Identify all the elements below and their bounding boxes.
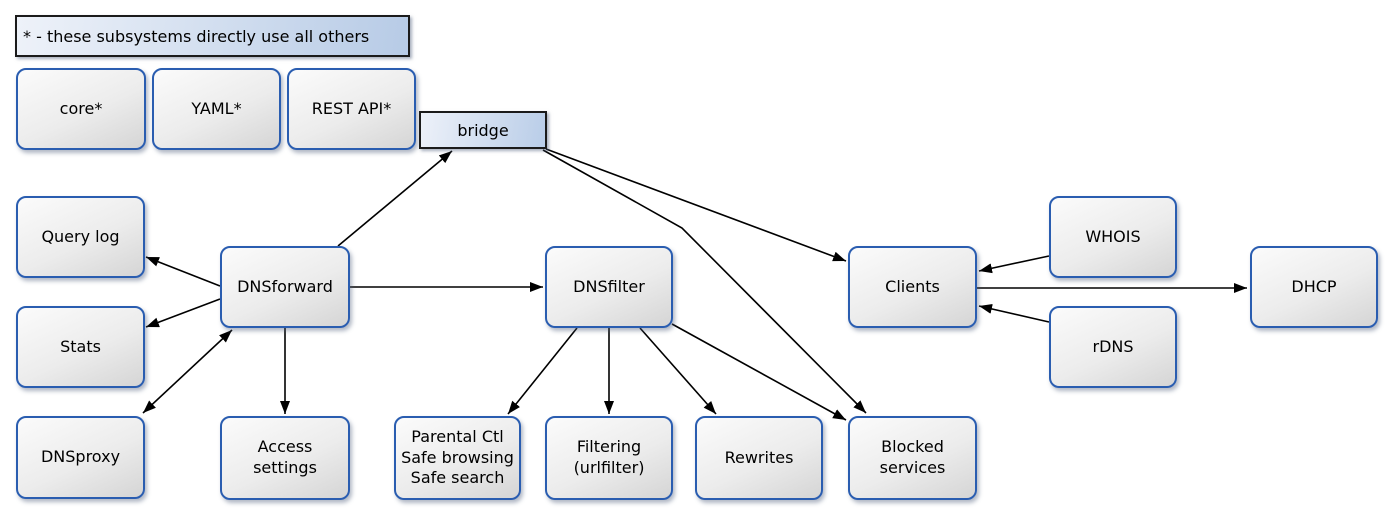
node-dnsforward: DNSforward [220,246,350,328]
node-clients: Clients [848,246,977,328]
node-stats: Stats [16,306,145,388]
edge-dnsfilter-blocked [671,323,847,421]
node-filtering: Filtering (urlfilter) [545,416,673,500]
node-yaml: YAML* [152,68,281,150]
legend-note: * - these subsystems directly use all ot… [15,15,410,57]
edge-dnsfilter-rewrites [639,327,717,415]
edge-dnsforward-stats [145,298,221,328]
node-dnsproxy: DNSproxy [16,416,145,499]
edge-bridge-clients [545,148,847,262]
node-rdns: rDNS [1049,306,1177,388]
edge-dnsforward-bridge [337,150,453,247]
edge-rdns-clients [978,304,1050,323]
node-core: core* [16,68,146,150]
edge-dnsfilter-parental [507,327,578,415]
node-rewrites: Rewrites [695,416,823,500]
node-query-log: Query log [16,196,145,278]
node-dhcp: DHCP [1250,246,1378,328]
edge-whois-clients [978,255,1050,274]
edge-dnsforward-dnsproxy [142,329,233,414]
node-bridge: bridge [419,111,547,149]
node-access-settings: Access settings [220,416,350,500]
node-rest-api: REST API* [287,68,416,150]
node-parental-ctl: Parental Ctl Safe browsing Safe search [394,416,521,500]
edge-bridge-blocked [542,149,867,414]
edge-dnsforward-querylog [145,256,221,287]
node-whois: WHOIS [1049,196,1177,278]
node-dnsfilter: DNSfilter [545,246,673,328]
node-blocked-services: Blocked services [848,416,977,500]
